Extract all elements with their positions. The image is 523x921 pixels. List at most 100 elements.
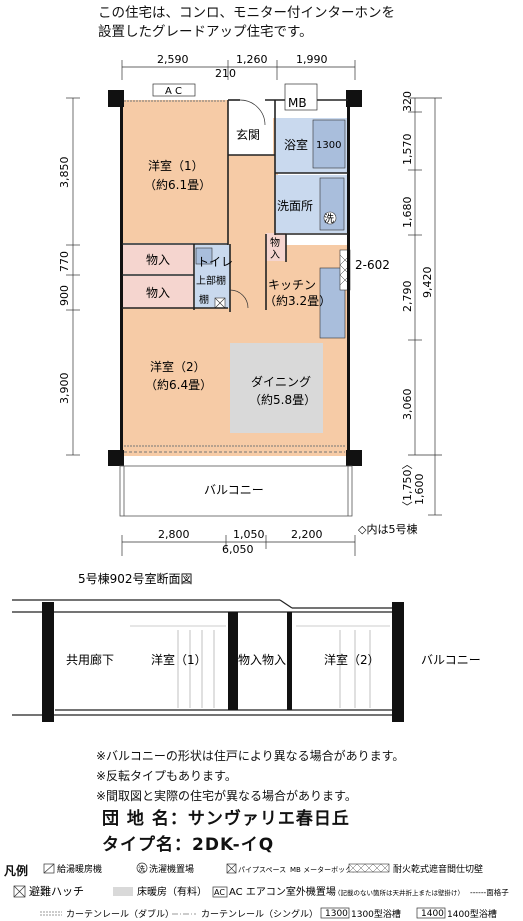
legend-rail-single: カーテンレール（シングル） [201,908,318,920]
dining-floor-heating [230,343,323,433]
label-kitchen-size: （約3.2畳） [264,293,331,308]
label-monoire-1: 物入 [146,253,170,267]
intro-line-1: この住宅は、コンロ、モニター付インターホンを [98,5,395,21]
label-youshitsu1: 洋室（1） [148,158,204,173]
storage-1-fill [122,245,194,274]
intro-text: この住宅は、コンロ、モニター付インターホンを 設置したグレードアップ住宅です。 [98,4,508,42]
washer-mark: 洗 [324,213,334,225]
section-wall-left [42,602,54,722]
label-monoire-k1: 物 [270,236,280,249]
property-info: 団 地 名：サンヴァリエ春日丘 タイプ名：2DK-イQ [102,806,350,858]
legend-title: 凡例 [4,864,29,878]
legend-ac-box-label: AC [214,888,225,897]
legend-boiler: 給湯暖房機 [57,863,102,875]
walls [108,90,362,466]
legend-bath1400-box: 1400 [421,909,444,919]
section-wall-mid [228,612,238,710]
legend-pipe: パイプスペース [238,866,286,874]
label-bath-size: 1300 [316,140,341,151]
label-tana: 棚 [199,293,209,306]
notes: ※バルコニーの形状は住戸により異なる場合があります。 ※反転タイプもあります。 … [96,746,404,806]
legend-washer-mark: 洗 [138,864,145,873]
section-corridor: 共用廊下 [66,652,114,667]
toilet-icon [195,247,213,265]
legend-ac-box [212,886,228,898]
right-dimensions [408,97,442,516]
storage-kitchen-fill [266,233,286,261]
label-genkan: 玄関 [236,127,260,142]
legend-bath1300-box: 1300 [325,909,348,919]
label-yokushitsu: 浴室 [284,137,308,152]
bathtub-icon [312,119,346,169]
note-2: ※反転タイプもあります。 [96,769,237,783]
dim-top-2: 1,260 [236,53,268,66]
type-value: 2DK-イQ [192,835,275,855]
dim-bottom-2: 1,050 [233,528,265,541]
left-dimensions [66,97,80,456]
legend-bath1300: 1300型浴槽 [351,908,401,920]
genkan-fill [228,118,273,155]
dim-top-4: 210 [215,67,236,80]
section-title: 5号棟902号室断面図 [78,571,193,586]
danchi-label: 団 地 名： [102,809,188,829]
legend-bath1400: 1400型浴槽 [447,908,497,920]
danchi-value: サンヴァリエ春日丘 [187,809,350,829]
dim-top-3: 1,990 [296,53,328,66]
door-swing-icon [229,289,249,309]
label-dining-size: （約5.8畳） [249,392,316,407]
room-youshitsu1-fill [122,100,228,243]
section-storage: 物入物入 [238,653,286,667]
label-toire: トイレ [197,255,233,269]
label-balcony: バルコニー [204,483,264,497]
section-wall-right [392,602,404,722]
ac-label: A C [165,86,182,97]
label-dining: ダイニング [251,374,311,389]
dim-right-1: 320 [401,91,414,112]
section-wall-mid2 [287,612,292,710]
legend-floor-heating-icon [113,887,133,896]
floor-plan: 2,590 1,260 1,990 210 3,850 770 900 3,90… [58,53,442,556]
label-youshitsu2-size: （約6.4畳） [145,377,212,392]
legend-washer-icon [136,862,148,874]
legend-hatch: 避難ハッチ [29,884,84,898]
washer-circle-icon [323,211,337,225]
label-senmenjo: 洗面所 [277,199,313,213]
dim-bottom-1: 2,800 [158,528,190,541]
legend-bath1300-icon [320,907,350,919]
legend-grille: ------面格子 [470,887,509,897]
label-monoire-k2: 入 [270,250,280,261]
balcony-area [119,465,353,517]
note-1: ※バルコニーの形状は住戸により異なる場合があります。 [96,749,405,763]
dim-right-5: 3,060 [401,389,414,421]
label-youshitsu1-size: （約6.1畳） [144,177,211,192]
label-youshitsu2: 洋室（2） [150,359,206,374]
danchi-row: 団 地 名：サンヴァリエ春日丘 [102,806,350,832]
label-jobudana: 上部棚 [196,274,226,287]
dim-left-2: 770 [58,251,71,272]
legend-ac-note: （記載のない箇所は天井折上または壁掛け） [334,888,464,897]
section-diagram: 5号棟902号室断面図 共用廊下 洋室（1） 物入物入 洋室（2） バルコニー [12,571,481,722]
legend-ac: AC エアコン室外機置場 [229,885,336,898]
dim-right-4: 2,790 [401,281,414,313]
type-row: タイプ名：2DK-イQ [102,832,350,858]
dim-left-4: 3,900 [58,373,71,405]
legend-rail-double: カーテンレール（ダブル） [66,908,174,920]
dim-top-1: 2,590 [157,53,189,66]
ac-box [152,83,196,97]
intro-line-2: 設置したグレードアップ住宅です。 [98,24,313,40]
type-label: タイプ名： [102,835,192,855]
legend-mb: MB メーターボックス [290,865,359,874]
legend-firewall: 耐火乾式遮音間仕切壁 [393,863,483,875]
note-3: ※間取図と実際の住宅が異なる場合があります。 [96,789,357,803]
legend: 給湯暖房機 洗 洗濯機置場 パイプスペース MB メーターボックス 耐火乾式遮音… [13,862,509,920]
dim-right-2: 1,570 [401,134,414,166]
dim-bottom-total: 6,050 [222,543,254,556]
storage-2-fill [122,276,194,308]
legend-bath1400-icon [416,907,446,919]
dim-left-1: 3,850 [58,157,71,189]
legend-washer: 洗濯機置場 [149,863,194,875]
label-monoire-2: 物入 [146,286,170,300]
section-room1: 洋室（1） [151,652,207,667]
dim-right-balcony-a: 〈1,750〉 [401,459,414,513]
dim-bottom-note: ◇内は5号棟 [358,522,417,536]
